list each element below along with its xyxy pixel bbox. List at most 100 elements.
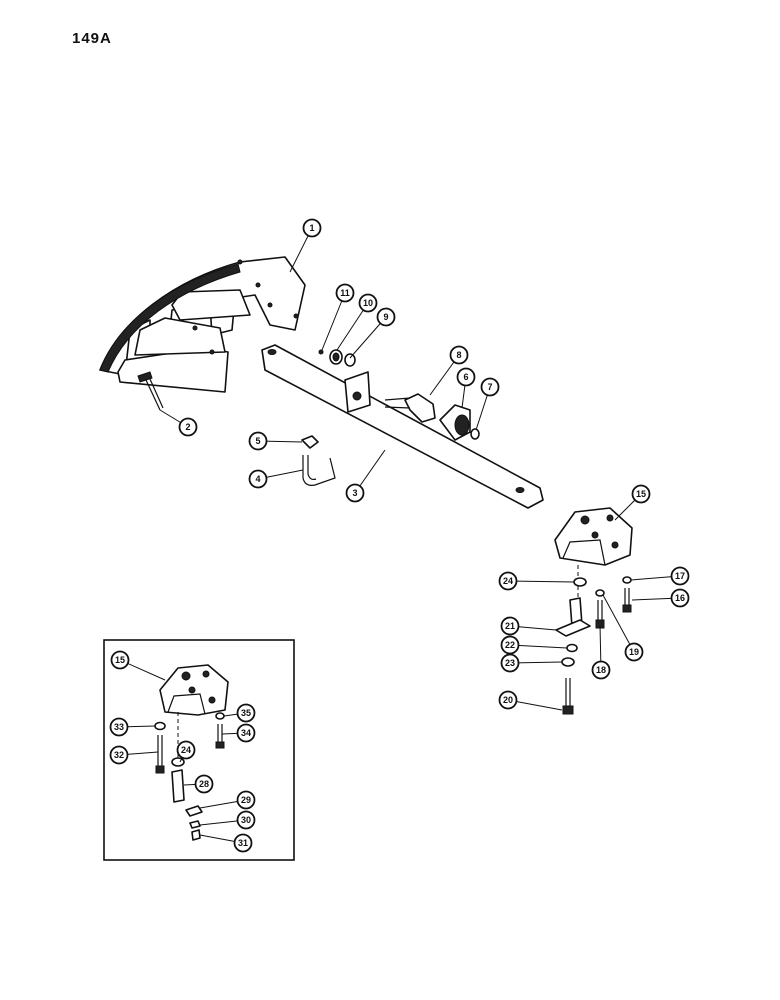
callout-circle: [109, 745, 129, 765]
callout-5: 5: [248, 431, 303, 451]
callout-circle: [631, 484, 651, 504]
callout-21: 21: [500, 616, 557, 636]
callout-34: 34: [221, 723, 256, 743]
callout-label: 15: [636, 489, 646, 499]
callout-circle: [335, 283, 355, 303]
callout-label: 35: [241, 708, 251, 718]
callout-leader: [507, 580, 575, 583]
callout-circle: [498, 571, 518, 591]
callout-label: 7: [487, 382, 492, 392]
callout-circle: [449, 345, 469, 365]
callout-2: 2: [159, 409, 198, 437]
callout-8: 8: [429, 345, 469, 396]
callout-label: 23: [505, 658, 515, 668]
callout-leader: [321, 292, 346, 351]
callout-label: 18: [596, 665, 606, 675]
callout-label: 17: [675, 571, 685, 581]
callout-22: 22: [500, 635, 568, 655]
callout-24: 24: [498, 571, 575, 591]
callout-4: 4: [248, 469, 304, 489]
callout-15: 15: [110, 650, 166, 681]
callout-circle: [480, 377, 500, 397]
callout-label: 33: [114, 722, 124, 732]
callout-circle: [456, 367, 476, 387]
callout-1: 1: [289, 218, 322, 273]
callout-label: 9: [383, 312, 388, 322]
support-bracket-part-15: [554, 507, 633, 566]
callout-35: 35: [223, 703, 256, 723]
callout-label: 10: [363, 298, 373, 308]
callout-circle: [248, 469, 268, 489]
callout-3: 3: [345, 449, 386, 503]
callout-circle: [591, 660, 611, 680]
callout-label: 4: [255, 474, 260, 484]
callout-circle: [236, 810, 256, 830]
bolt-part-2: [137, 371, 164, 411]
callout-20: 20: [498, 690, 563, 711]
callout-label: 20: [503, 695, 513, 705]
drawbar-part-3: [261, 344, 544, 509]
callout-10: 10: [336, 293, 378, 351]
callout-19: 19: [602, 594, 644, 662]
callout-label: 32: [114, 750, 124, 760]
callout-label: 24: [181, 745, 191, 755]
callout-28: 28: [183, 774, 214, 794]
callout-33: 33: [109, 717, 156, 737]
callout-16: 16: [631, 588, 690, 608]
callout-23: 23: [500, 653, 563, 673]
callout-30: 30: [199, 810, 256, 830]
callout-label: 15: [115, 655, 125, 665]
callout-circle: [302, 218, 322, 238]
callout-circle: [376, 307, 396, 327]
u-bolt-part-4: [301, 435, 336, 486]
callout-label: 21: [505, 621, 515, 631]
callout-17: 17: [630, 566, 690, 586]
callout-circle: [110, 650, 130, 670]
washer-nut-set: [318, 349, 356, 367]
callout-label: 31: [238, 838, 248, 848]
callout-circle: [236, 723, 256, 743]
callout-label: 22: [505, 640, 515, 650]
roller-part-6: [439, 404, 480, 441]
callout-circle: [236, 790, 256, 810]
callout-circle: [670, 588, 690, 608]
callout-circle: [176, 740, 196, 760]
callout-label: 6: [463, 372, 468, 382]
callout-circle: [178, 417, 198, 437]
bracket-fastener-parts: [555, 565, 632, 715]
callout-circle: [500, 635, 520, 655]
callout-circle: [248, 431, 268, 451]
callout-circle: [500, 616, 520, 636]
callout-circle: [498, 690, 518, 710]
callout-label: 28: [199, 779, 209, 789]
callout-leader: [509, 644, 568, 649]
callout-15: 15: [614, 484, 651, 521]
callout-label: 5: [255, 436, 260, 446]
inset-detail-box: [103, 639, 295, 861]
callout-circle: [358, 293, 378, 313]
callout-label: 34: [241, 728, 251, 738]
callout-label: 29: [241, 795, 251, 805]
callout-11: 11: [321, 283, 355, 351]
callout-circle: [624, 642, 644, 662]
counterweight-casting: [99, 256, 306, 393]
stud-part-8: [384, 393, 436, 423]
callout-label: 30: [241, 815, 251, 825]
callout-label: 19: [629, 647, 639, 657]
callout-7: 7: [475, 377, 500, 431]
callout-circle: [670, 566, 690, 586]
callout-circle: [109, 717, 129, 737]
callout-31: 31: [199, 833, 253, 853]
inset-bracket-part-15: [154, 664, 229, 841]
callout-label: 2: [185, 422, 190, 432]
callout-circle: [500, 653, 520, 673]
callout-label: 3: [352, 488, 357, 498]
callout-circle: [194, 774, 214, 794]
callout-32: 32: [109, 745, 159, 765]
callout-label: 1: [309, 223, 314, 233]
callout-24: 24: [176, 740, 196, 763]
page-number: 149A: [72, 30, 112, 47]
callout-18: 18: [591, 624, 611, 680]
callout-9: 9: [349, 307, 396, 359]
